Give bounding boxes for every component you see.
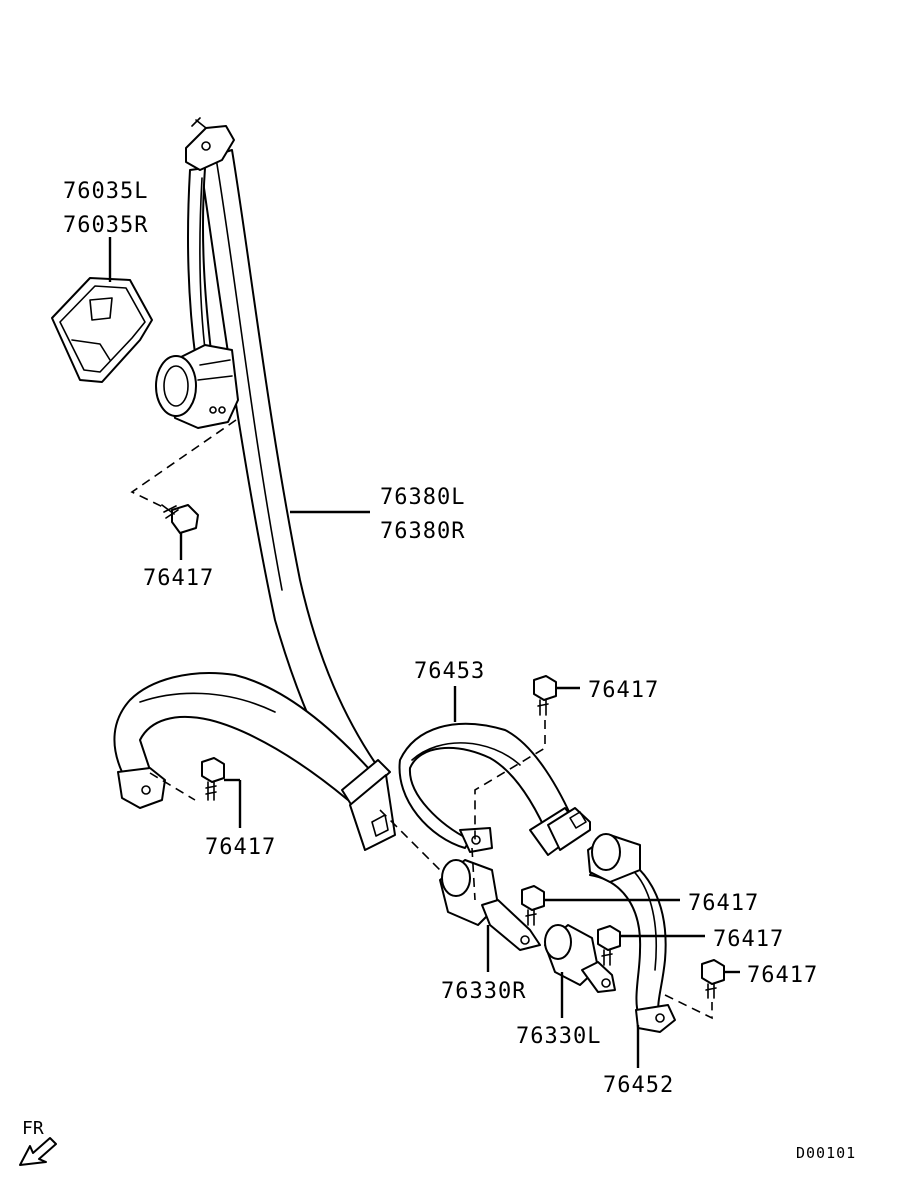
front-direction-marker: FR [19, 1118, 57, 1166]
leader-lines [108, 237, 740, 1068]
label-bolt-center-top: 76417 [588, 678, 659, 703]
label-bolt-retractor: 76417 [143, 566, 214, 591]
label-buckle-l: 76330L [516, 1024, 601, 1049]
outer-seat-belt-assembly [113, 117, 396, 851]
label-center-belt: 76453 [414, 659, 485, 684]
label-retractor-cover-r: 76035R [63, 213, 148, 238]
label-bolt-right-anchor: 76417 [747, 963, 818, 988]
label-bolt-outer-anchor: 76417 [205, 835, 276, 860]
front-arrow-icon [19, 1137, 57, 1166]
bolt-right-anchor [701, 959, 725, 999]
retractor-cover [51, 277, 153, 383]
drawing-code: D00101 [796, 1144, 856, 1162]
bolt-buckle-2 [597, 925, 621, 966]
label-buckle-r: 76330R [441, 979, 526, 1004]
inner-belt-buckle-assembly [439, 833, 676, 1033]
bolt-center-top [533, 675, 557, 716]
bolt-retractor [161, 504, 199, 534]
front-direction-label: FR [22, 1118, 44, 1139]
bolt-buckle-1 [521, 885, 545, 926]
installation-lines [130, 419, 713, 1020]
label-outer-belt-r: 76380R [380, 519, 465, 544]
label-outer-belt-l: 76380L [380, 485, 465, 510]
label-bolt-buckle-2: 76417 [713, 927, 784, 952]
label-retractor-cover-l: 76035L [63, 179, 148, 204]
label-bolt-buckle-1: 76417 [688, 891, 759, 916]
label-inner-belt: 76452 [603, 1073, 674, 1098]
bolt-outer-anchor [201, 757, 225, 801]
center-seat-belt [398, 722, 591, 856]
